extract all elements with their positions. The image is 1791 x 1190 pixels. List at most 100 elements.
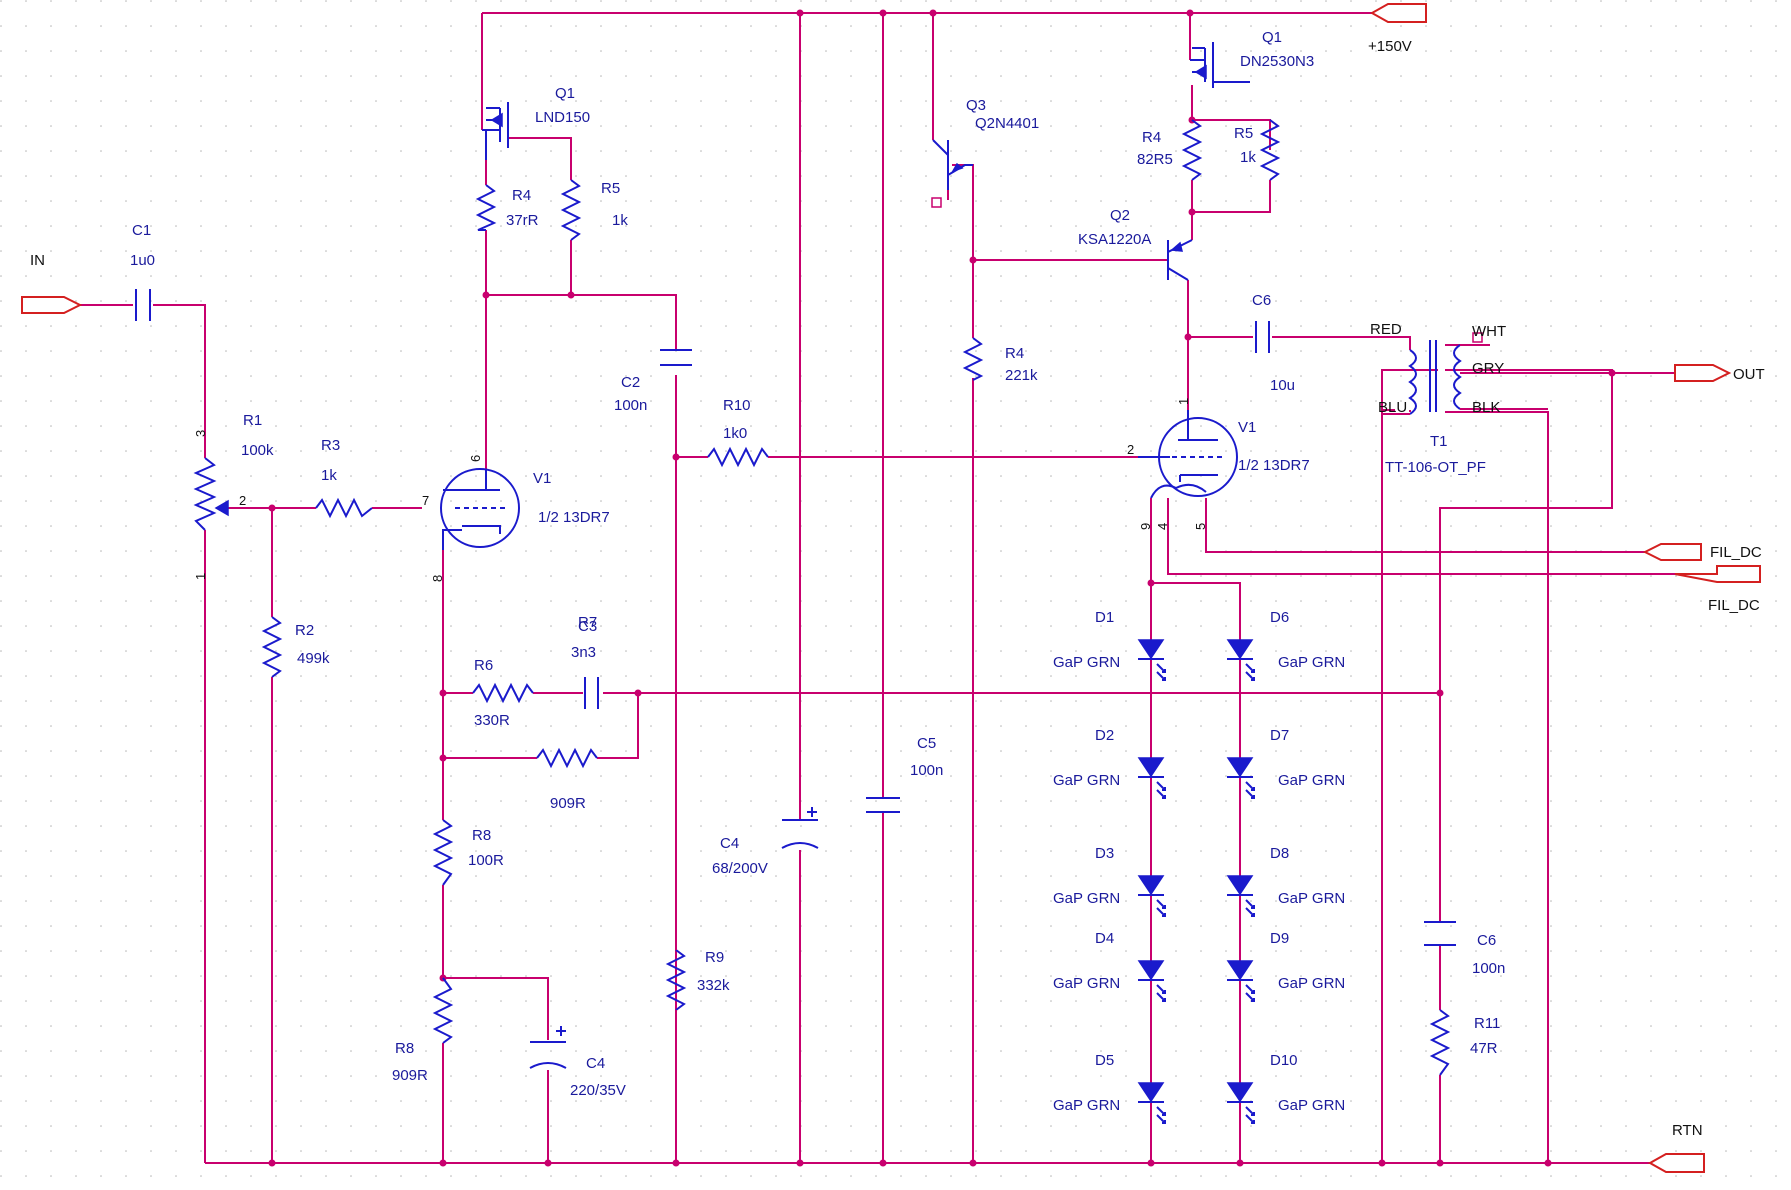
transistor-q3: Q3 Q2N4401 xyxy=(931,97,1039,208)
led-d10-ref: D10 xyxy=(1270,1052,1298,1069)
r10-value: 1k0 xyxy=(723,425,747,442)
r2-ref: R2 xyxy=(295,622,314,639)
mosfet-q1-lnd150: Q1 LND150 xyxy=(482,85,590,160)
r5-left-value: 1k xyxy=(612,212,628,229)
q1-left-ref: Q1 xyxy=(555,85,575,102)
resistor-r11: R11 47R xyxy=(1429,1009,1500,1076)
c5-ref: C5 xyxy=(917,735,936,752)
v1-right-pin-9: 9 xyxy=(1138,523,1153,530)
r8a-value: 100R xyxy=(468,852,504,869)
led-d4-value: GaP GRN xyxy=(1053,975,1120,992)
led-d2-value: GaP GRN xyxy=(1053,772,1120,789)
led-d7-ref: D7 xyxy=(1270,727,1289,744)
led-d6-value: GaP GRN xyxy=(1278,654,1345,671)
port-out: OUT xyxy=(1674,364,1765,383)
q3-value: Q2N4401 xyxy=(975,115,1039,132)
t1-blu-label: BLU xyxy=(1378,399,1407,416)
resistor-r5-right: R5 1k xyxy=(1234,119,1281,181)
q2-ref: Q2 xyxy=(1110,207,1130,224)
c4b-value: 68/200V xyxy=(712,860,768,877)
v1-right-value: 1/2 13DR7 xyxy=(1238,457,1310,474)
v1-left-pin-8: 8 xyxy=(430,575,445,582)
port-out-label: OUT xyxy=(1733,366,1765,383)
resistor-r6: R6 330R xyxy=(472,657,534,729)
r4b-value: 82R5 xyxy=(1137,151,1173,168)
q1-right-ref: Q1 xyxy=(1262,29,1282,46)
resistor-r10: R10 1k0 xyxy=(707,397,769,468)
capacitor-c4-68uf: C4 68/200V xyxy=(712,807,819,877)
capacitor-c1: C1 1u0 xyxy=(130,222,155,321)
led-d3-ref: D3 xyxy=(1095,845,1114,862)
led-d5-ref: D5 xyxy=(1095,1052,1114,1069)
q1-right-value: DN2530N3 xyxy=(1240,53,1314,70)
r9-value: 332k xyxy=(697,977,730,994)
r4-right-value: 221k xyxy=(1005,367,1038,384)
v1-right-ref: V1 xyxy=(1238,419,1256,436)
led-d8-value: GaP GRN xyxy=(1278,890,1345,907)
c1-value: 1u0 xyxy=(130,252,155,269)
port-fil-dc-1: FIL_DC xyxy=(1642,543,1762,561)
r3-value: 1k xyxy=(321,467,337,484)
resistor-r8-909r: R8 909R xyxy=(392,977,454,1084)
c3-value: 3n3 xyxy=(571,644,596,661)
led-d2-ref: D2 xyxy=(1095,727,1114,744)
c4a-value: 220/35V xyxy=(570,1082,626,1099)
r5-right-value: 1k xyxy=(1240,149,1256,166)
c6b-value: 100n xyxy=(1472,960,1505,977)
r4-left-ref: R4 xyxy=(512,187,531,204)
resistor-r9: R9 332k xyxy=(665,949,730,1011)
r4-left-value: 37rR xyxy=(506,212,539,229)
capacitor-c6-100n: C6 100n xyxy=(1424,921,1505,977)
t1-red-label: RED xyxy=(1370,321,1402,338)
led-d3-value: GaP GRN xyxy=(1053,890,1120,907)
resistor-r4-82r5: R4 82R5 xyxy=(1137,119,1203,181)
q2-value: KSA1220A xyxy=(1078,231,1151,248)
led-d9-value: GaP GRN xyxy=(1278,975,1345,992)
r9-ref: R9 xyxy=(705,949,724,966)
port-in-label: IN xyxy=(30,252,45,269)
led-d4-ref: D4 xyxy=(1095,930,1114,947)
transistor-q2: Q2 KSA1220A xyxy=(1078,207,1193,281)
t1-value: TT-106-OT_PF xyxy=(1385,459,1486,476)
resistor-r2: R2 499k xyxy=(261,616,330,678)
capacitor-c3: R7 C3 3n3 xyxy=(571,614,599,709)
r3-ref: R3 xyxy=(321,437,340,454)
r4-right-ref: R4 xyxy=(1005,345,1024,362)
r1-pin-3: 3 xyxy=(193,430,208,437)
r10-ref: R10 xyxy=(723,397,751,414)
port-rtn: RTN xyxy=(1647,1122,1705,1173)
mosfet-q1-dn2530n3: Q1 DN2530N3 xyxy=(1190,29,1314,88)
v1-left-pin-7: 7 xyxy=(422,493,429,508)
r11-value: 47R xyxy=(1470,1040,1498,1057)
capacitor-c2: C2 100n xyxy=(614,349,692,414)
led-d1-value: GaP GRN xyxy=(1053,654,1120,671)
r11-ref: R11 xyxy=(1474,1015,1500,1032)
r7-ref: R7 xyxy=(578,614,597,631)
c2-ref: C2 xyxy=(621,374,640,391)
c6-value: 10u xyxy=(1270,377,1295,394)
r1-ref: R1 xyxy=(243,412,262,429)
capacitor-c4-220uf: C4 220/35V xyxy=(529,1026,626,1099)
triode-v1-left: V1 1/2 13DR7 6 7 8 xyxy=(422,455,610,582)
resistor-r8-100r: R8 100R xyxy=(432,819,504,886)
r8b-ref: R8 xyxy=(395,1040,414,1057)
resistor-r4-221k: R4 221k xyxy=(962,337,1038,384)
c2-value: 100n xyxy=(614,397,647,414)
r2-value: 499k xyxy=(297,650,330,667)
led-d9-ref: D9 xyxy=(1270,930,1289,947)
v1-right-pin-1: 1 xyxy=(1176,398,1191,405)
resistor-r4-left: R4 37rR xyxy=(475,184,539,231)
port-supply-label: +150V xyxy=(1368,38,1412,55)
led-d6-ref: D6 xyxy=(1270,609,1289,626)
led-d10-value: GaP GRN xyxy=(1278,1097,1345,1114)
